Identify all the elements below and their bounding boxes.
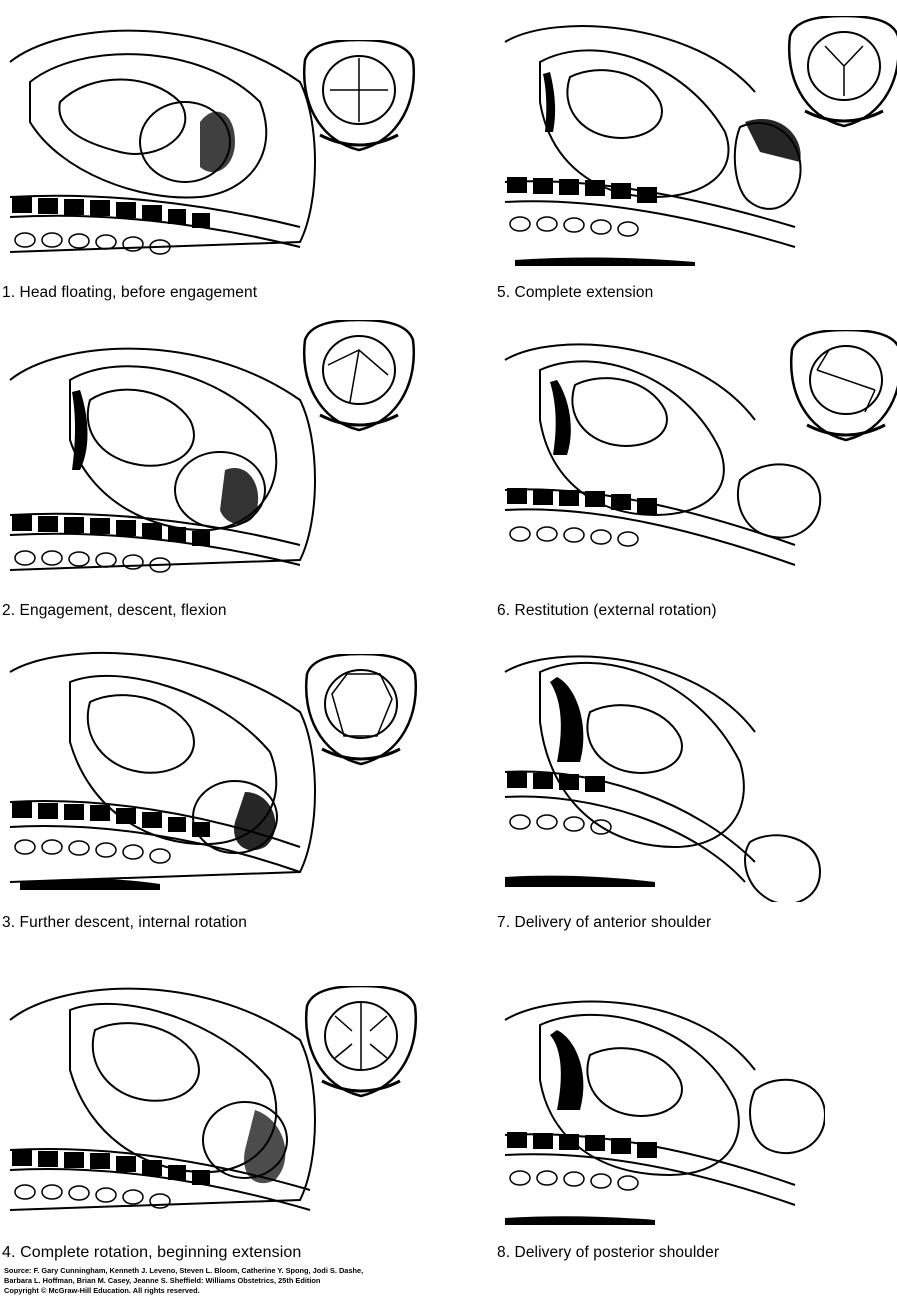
- stage-3-pelvic-inlet-view: [302, 654, 420, 766]
- stage-3-caption: 3. Further descent, internal rotation: [2, 914, 247, 932]
- stage-6-panel: 6. Restitution (external rotation): [495, 320, 897, 625]
- stage-4-panel: 4. Complete rotation, beginning extensio…: [0, 960, 430, 1265]
- source-line-1: Source: F. Gary Cunningham, Kenneth J. L…: [4, 1266, 363, 1276]
- stage-8-panel: 8. Delivery of posterior shoulder: [495, 960, 897, 1265]
- stage-7-panel: 7. Delivery of anterior shoulder: [495, 632, 897, 937]
- stage-4-pelvic-inlet-view: [302, 986, 420, 1098]
- stage-5-panel: 5. Complete extension: [495, 2, 897, 307]
- stage-5-illustration: [495, 2, 825, 272]
- stage-6-caption: 6. Restitution (external rotation): [497, 602, 717, 620]
- stage-1-panel: 1. Head floating, before engagement: [0, 2, 430, 307]
- stage-1-pelvic-inlet-view: [300, 40, 418, 152]
- stage-2-caption: 2. Engagement, descent, flexion: [2, 602, 227, 620]
- stage-4-illustration: [0, 960, 330, 1230]
- stage-2-pelvic-inlet-view: [300, 320, 418, 432]
- stage-2-illustration: [0, 320, 330, 590]
- source-copyright: Copyright © McGraw-Hill Education. All r…: [4, 1286, 363, 1296]
- stage-6-illustration: [495, 320, 825, 590]
- stage-2-panel: 2. Engagement, descent, flexion: [0, 320, 430, 625]
- stage-6-pelvic-inlet-view: [787, 330, 897, 442]
- stage-7-illustration: [495, 632, 825, 902]
- stage-8-caption: 8. Delivery of posterior shoulder: [497, 1244, 719, 1262]
- stage-5-caption: 5. Complete extension: [497, 284, 653, 302]
- stage-8-illustration: [495, 960, 825, 1230]
- stage-4-caption: 4. Complete rotation, beginning extensio…: [2, 1244, 301, 1262]
- stage-5-pelvic-inlet-view: [785, 16, 897, 128]
- stage-7-caption: 7. Delivery of anterior shoulder: [497, 914, 711, 932]
- stage-3-panel: 3. Further descent, internal rotation: [0, 632, 430, 937]
- source-attribution: Source: F. Gary Cunningham, Kenneth J. L…: [4, 1266, 363, 1296]
- stage-1-caption: 1. Head floating, before engagement: [2, 284, 257, 302]
- source-line-2: Barbara L. Hoffman, Brian M. Casey, Jean…: [4, 1276, 363, 1286]
- stage-3-illustration: [0, 632, 330, 902]
- stage-1-illustration: [0, 2, 330, 272]
